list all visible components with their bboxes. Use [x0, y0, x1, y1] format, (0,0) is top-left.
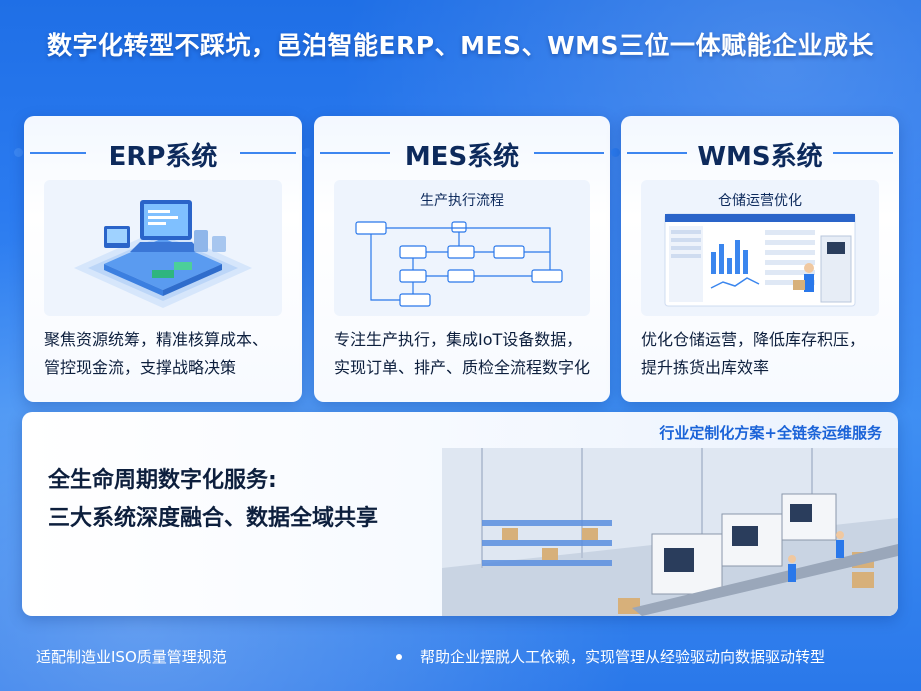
desc-line: 提升拣货出库效率: [641, 358, 770, 377]
card-connector-dot: [611, 148, 620, 157]
footer-dot: [396, 654, 402, 660]
card-description: 优化仓储运营，降低库存积压， 提升拣货出库效率: [641, 326, 891, 382]
mes-flowchart: 生产执行流程: [334, 180, 590, 316]
erp-card: ERP系统 聚焦资源统筹，精准核算成本、 管控现金流，支撑战略决策: [24, 116, 302, 402]
title-line-left: [30, 152, 86, 154]
process-flow-diagram: [355, 221, 563, 307]
services-line: 全生命周期数字化服务:: [48, 468, 277, 493]
title-line-left: [320, 152, 390, 154]
footer-left-text: 适配制造业ISO质量管理规范: [36, 648, 227, 666]
image-title: 生产执行流程: [420, 193, 504, 209]
image-title: 仓储运营优化: [718, 193, 802, 209]
wms-card: WMS系统 仓储运营优化: [621, 116, 899, 402]
card-title: MES系统: [404, 142, 520, 172]
card-description: 聚焦资源统筹，精准核算成本、 管控现金流，支撑战略决策: [44, 326, 294, 382]
desc-line: 聚焦资源统筹，精准核算成本、: [44, 330, 269, 349]
desc-line: 优化仓储运营，降低库存积压，: [641, 330, 866, 349]
title-line-right: [240, 152, 296, 154]
mes-card: MES系统 生产执行流程: [314, 116, 610, 402]
title-line-right: [833, 152, 893, 154]
wms-dashboard: 仓储运营优化: [641, 180, 879, 316]
services-line: 三大系统深度融合、数据全域共享: [48, 506, 379, 531]
service-badge: 行业定制化方案+全链条运维服务: [659, 424, 882, 442]
erp-isometric-icon: [74, 200, 252, 308]
services-panel: 行业定制化方案+全链条运维服务 全生命周期数字化服务: 三大系统深度融合、数据全…: [22, 412, 898, 616]
card-title: WMS系统: [697, 142, 823, 172]
services-heading: 全生命周期数字化服务: 三大系统深度融合、数据全域共享: [48, 462, 378, 538]
factory-illustration: [442, 448, 898, 616]
card-title: ERP系统: [108, 142, 218, 172]
erp-illustration: [44, 180, 282, 316]
left-edge-dot: [14, 148, 23, 157]
title-line-right: [534, 152, 604, 154]
desc-line: 实现订单、排产、质检全流程数字化: [334, 358, 591, 377]
title-line-left: [627, 152, 687, 154]
desc-line: 管控现金流，支撑战略决策: [44, 358, 237, 377]
card-connector-dot: [303, 148, 312, 157]
desc-line: 专注生产执行，集成IoT设备数据，: [334, 330, 583, 349]
footer-right-text: 帮助企业摆脱人工依赖，实现管理从经验驱动向数据驱动转型: [420, 648, 826, 666]
page-title: 数字化转型不踩坑，邑泊智能ERP、MES、WMS三位一体赋能企业成长: [46, 31, 875, 60]
dashboard-screen-icon: [664, 213, 856, 307]
card-description: 专注生产执行，集成IoT设备数据， 实现订单、排产、质检全流程数字化: [334, 326, 614, 382]
